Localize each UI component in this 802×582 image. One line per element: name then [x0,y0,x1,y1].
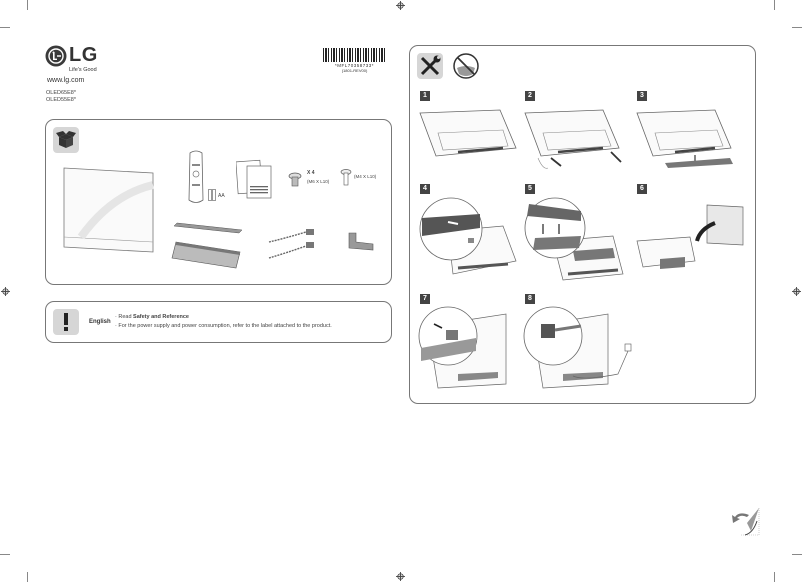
barcode-bars [323,48,386,62]
barcode-text: *MFL70358733* [334,63,375,68]
open-box-icon [56,131,76,148]
step-number: 7 [420,294,430,304]
exclamation-icon [64,313,68,331]
lg-logo-icon [45,45,67,67]
step-number: 8 [525,294,535,304]
batteries-illustration [208,189,216,201]
step-7-illustration [418,306,507,389]
safety-line-2: · For the power supply and power consump… [115,323,332,329]
remote-control-illustration [188,150,204,203]
crop-mark [27,572,28,582]
step-number: 4 [420,184,430,194]
safety-line-1: · Read Safety and Reference [115,314,189,320]
brand-tagline: Life's Good [69,67,97,73]
package-contents-panel: AA X 4 (M6 X L10) (M4 X L10) [45,119,392,285]
stand-cover-illustration [173,222,243,234]
registration-mark-icon [396,1,405,10]
stand-base-illustration [171,241,241,269]
website-url[interactable]: www.lg.com [47,77,85,84]
language-label: English [89,319,111,325]
crop-mark [792,554,802,555]
registration-mark-icon [1,287,10,296]
step-1-illustration [419,109,517,157]
barcode: *MFL70358733* (1801-REV00) [323,48,386,73]
no-liquid-icon [453,53,479,79]
assembly-steps-panel: 1 2 3 4 5 6 7 8 [409,45,756,404]
screw-m6-quantity: X 4 [307,170,315,176]
step-8-illustration [523,306,632,389]
screw-m6-spec: (M6 X L10) [307,179,330,184]
tools-icon-container [417,53,443,79]
step-2-illustration [524,109,622,169]
wall-bracket-illustration [348,232,374,251]
battery-label: AA [218,193,225,199]
model-number: OLED65E8* [46,90,76,96]
step-3-illustration [636,109,733,168]
step-6-illustration [636,204,744,269]
safety-reference-link: Safety and Reference [133,314,189,320]
crop-mark [0,27,10,28]
screw-m6-icon [288,172,302,187]
barcode-revision: (1801-REV00) [341,68,368,73]
screw-m4-icon [340,169,352,186]
crop-mark [27,0,28,10]
crop-mark [0,554,10,555]
safety-notice-panel: English · Read Safety and Reference · Fo… [45,301,392,343]
tv-illustration [63,167,154,253]
registration-mark-icon [792,287,801,296]
crop-mark [792,27,802,28]
step-number: 2 [525,91,535,101]
cables-illustration [268,229,314,259]
step-number: 5 [525,184,535,194]
box-icon-container [53,127,79,153]
tools-icon [420,55,441,76]
step-5-illustration [524,197,624,281]
step-4-illustration [419,197,517,275]
step-number: 3 [637,91,647,101]
exclamation-icon-container [53,309,79,335]
brand-name: LG [69,44,98,66]
registration-mark-icon [396,572,405,581]
crop-mark [774,0,775,10]
step-number: 6 [637,184,647,194]
step-number: 1 [420,91,430,101]
page-turn-icon [732,508,760,536]
model-number: OLED55E8* [46,97,76,103]
crop-mark [774,572,775,582]
manuals-illustration [236,159,272,199]
screw-m4-spec: (M4 X L10) [354,174,377,179]
